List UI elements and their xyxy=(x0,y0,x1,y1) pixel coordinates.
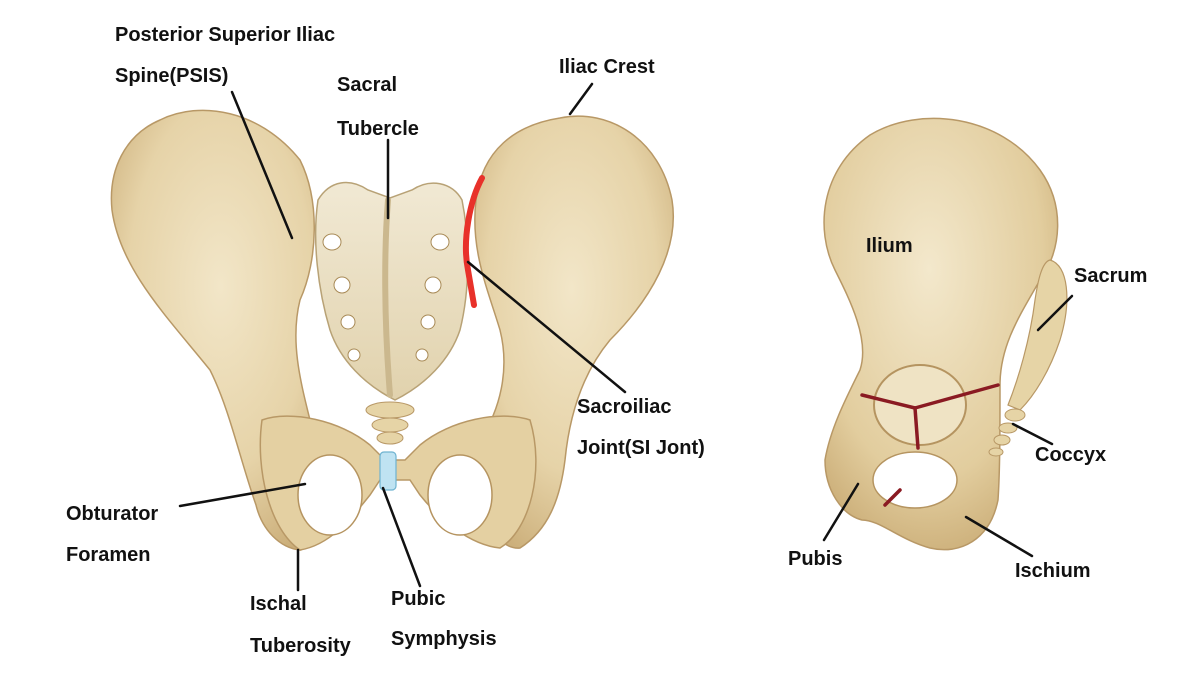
coccyx-segments xyxy=(365,401,415,445)
sacral-foramina xyxy=(322,233,450,362)
label-sacrum: Sacrum xyxy=(1074,265,1148,287)
label-ischial-line2: Tuberosity xyxy=(250,635,351,657)
leader-pubic xyxy=(381,486,422,588)
label-si-line2: Joint(SI Jont) xyxy=(577,437,705,459)
median-sacral-crest xyxy=(382,197,393,398)
posterior-pelvis-illustration xyxy=(110,109,674,551)
leader-ischium xyxy=(964,515,1034,558)
label-psis-line2: Spine(PSIS) xyxy=(115,65,229,87)
left-obturator-foramen xyxy=(297,454,363,536)
label-sacral-line2: Tubercle xyxy=(337,118,419,140)
leader-psis xyxy=(230,90,294,240)
si-joint-marker xyxy=(463,175,485,308)
sacrum xyxy=(314,181,469,401)
label-ischium: Ischium xyxy=(1015,560,1091,582)
lateral-hip-illustration xyxy=(823,117,1068,551)
leader-lines xyxy=(178,82,1074,592)
pubic-symphysis xyxy=(379,451,397,491)
label-obturator-line1: Obturator xyxy=(66,503,159,525)
label-iliac-crest: Iliac Crest xyxy=(559,56,655,78)
label-pubic-line1: Pubic xyxy=(391,588,446,610)
label-ilium: Ilium xyxy=(866,235,913,257)
label-pubis: Pubis xyxy=(788,548,843,570)
bone-junction-lines xyxy=(860,383,1000,507)
lateral-coccyx xyxy=(988,408,1026,457)
leader-iliac-crest xyxy=(568,82,594,116)
label-ischial-line1: Ischal xyxy=(250,593,307,615)
label-si-line1: Sacroiliac xyxy=(577,396,672,418)
leader-coccyx xyxy=(1011,422,1054,446)
label-obturator-line2: Foramen xyxy=(66,544,151,566)
label-sacral-line1: Sacral xyxy=(337,74,398,96)
leader-sacrum xyxy=(1036,294,1074,332)
lateral-obturator-foramen xyxy=(872,451,958,509)
leader-obturator xyxy=(178,482,307,508)
label-pubic-line2: Symphysis xyxy=(391,628,497,650)
right-obturator-foramen xyxy=(427,454,493,536)
label-coccyx: Coccyx xyxy=(1035,444,1107,466)
label-psis-line1: Posterior Superior Iliac xyxy=(115,24,336,46)
leader-si-joint xyxy=(466,260,627,394)
leader-pubis xyxy=(822,482,860,542)
